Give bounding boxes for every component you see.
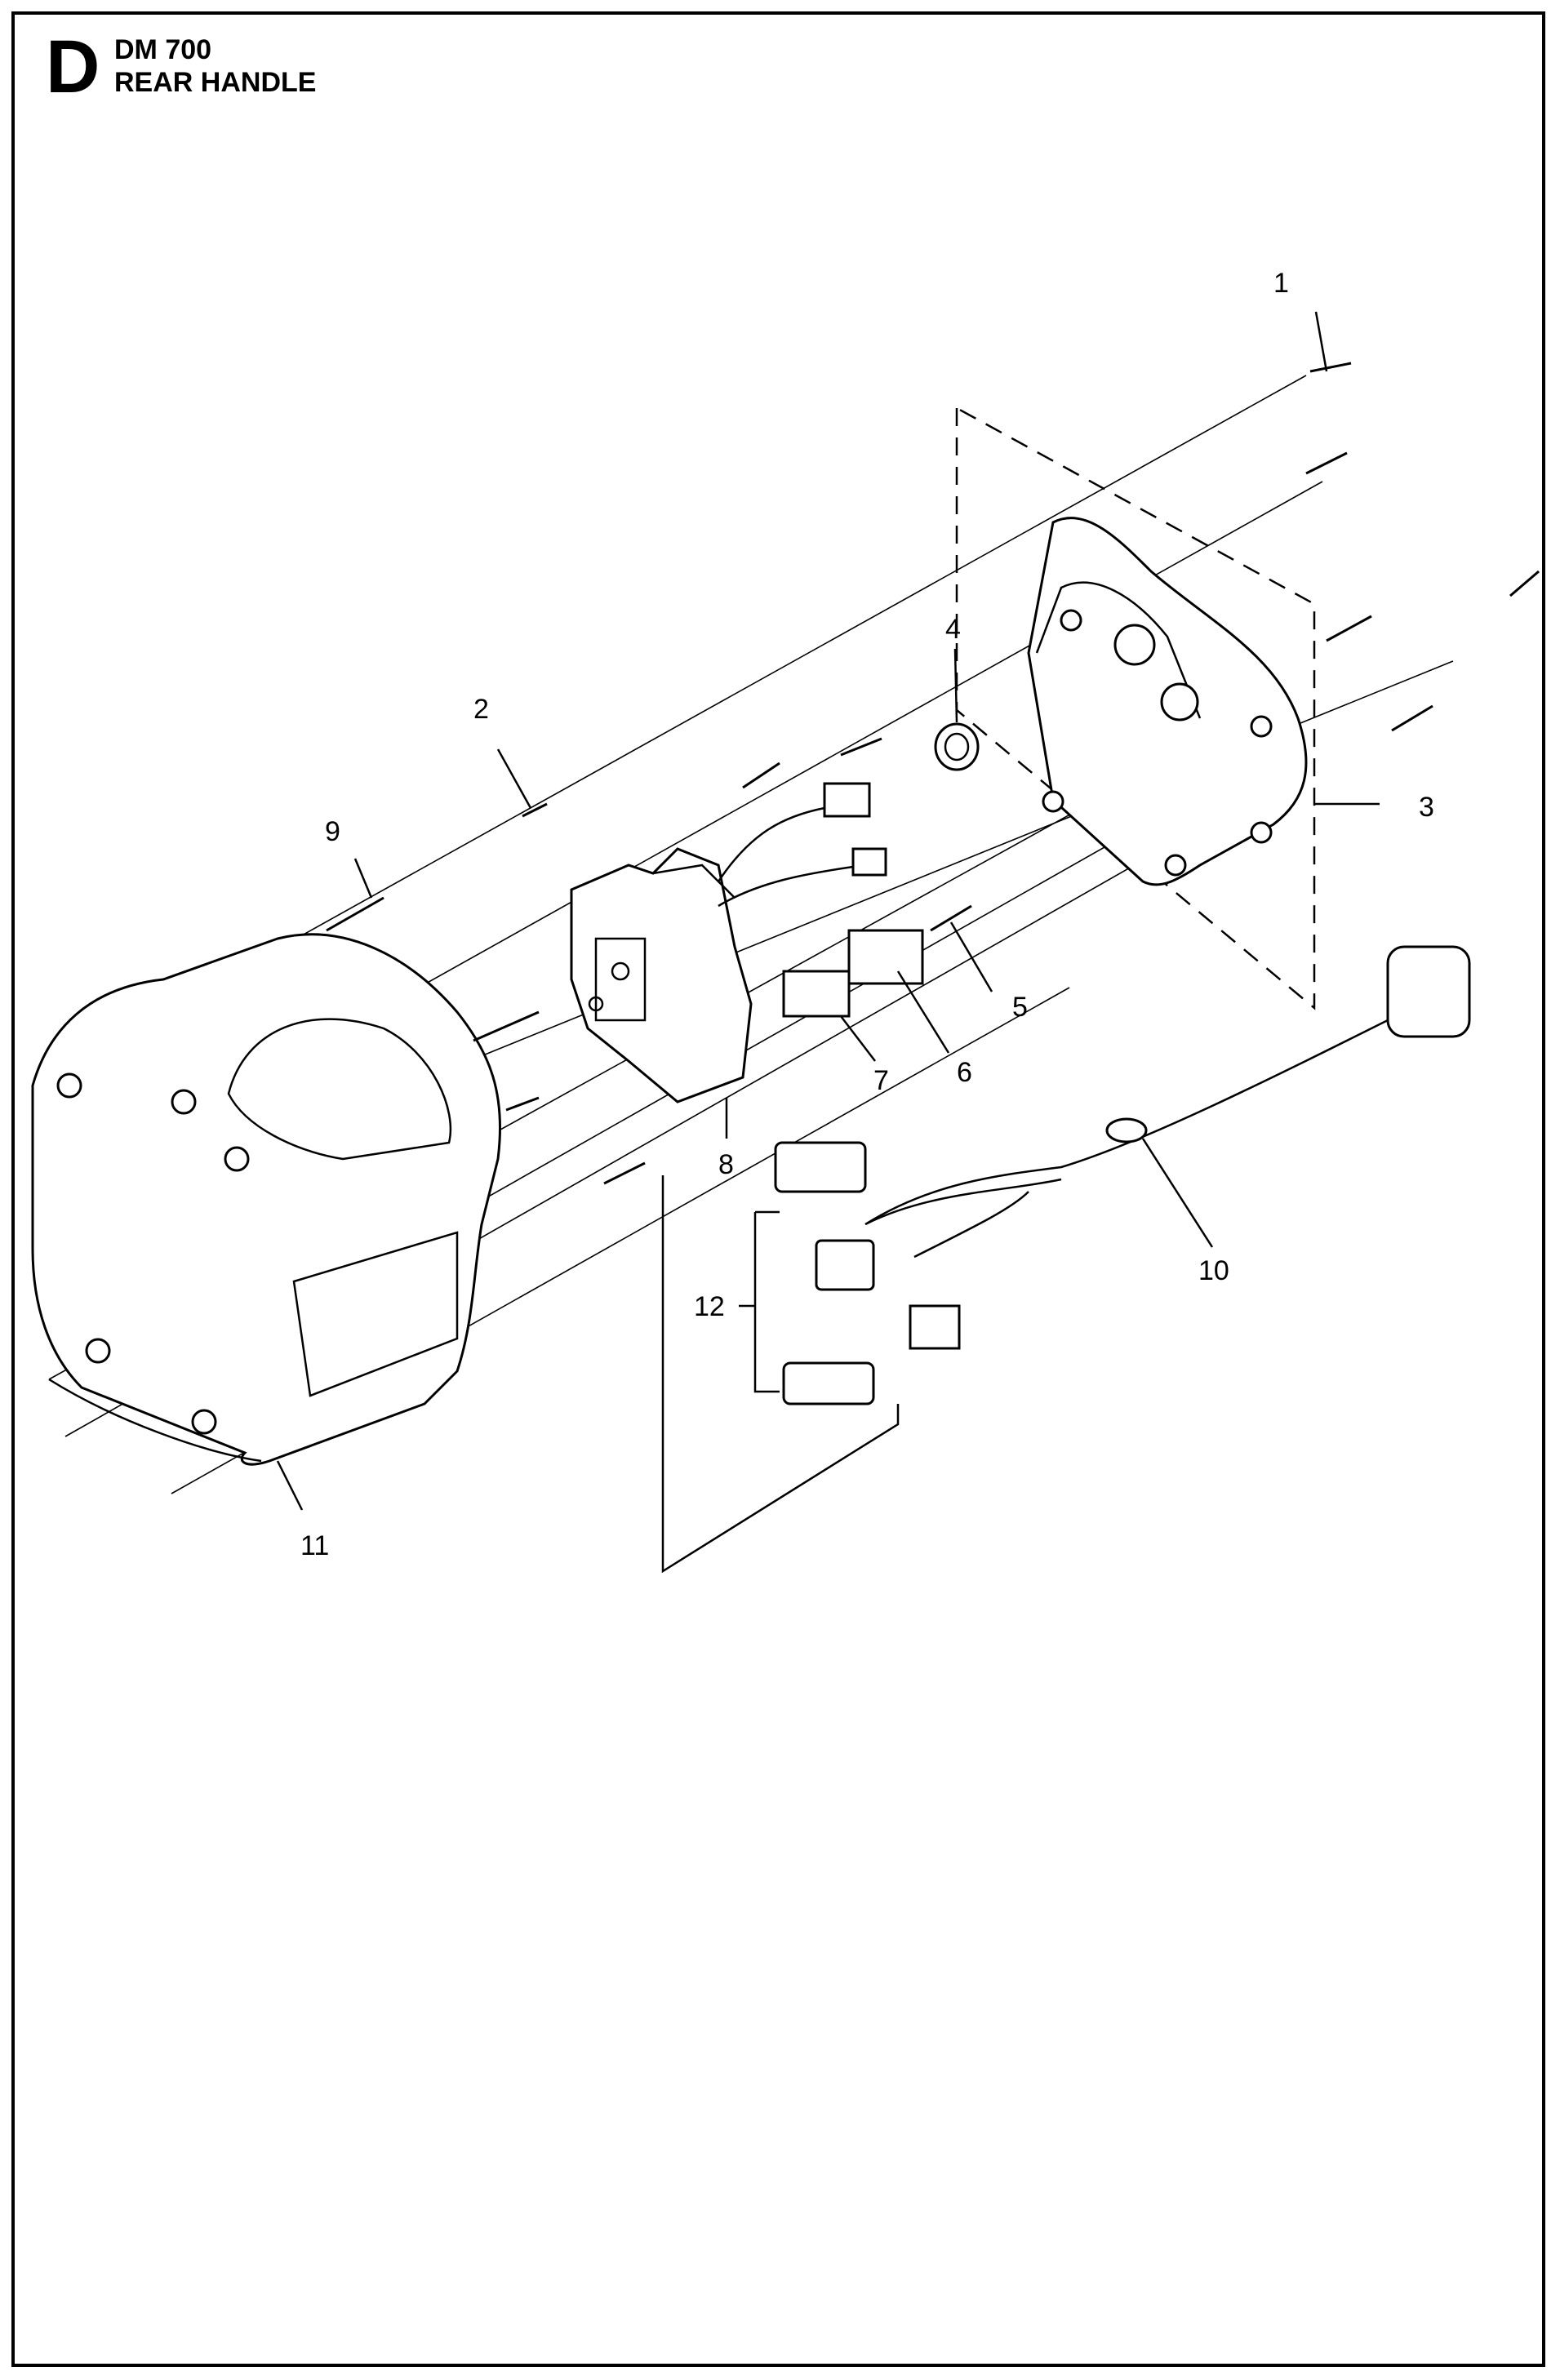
page-border [11, 11, 1545, 2367]
callout-8: 8 [718, 1149, 734, 1180]
callout-3: 3 [1419, 792, 1434, 823]
page-title: REAR HANDLE [114, 67, 317, 98]
callout-9: 9 [325, 816, 340, 847]
dashed-group-outline [955, 406, 1316, 1010]
part-7-switch [782, 970, 851, 1018]
callout-6: 6 [957, 1057, 972, 1088]
part-4-bushing [934, 722, 980, 771]
part-12-connector-group [739, 1141, 875, 1405]
screws [326, 362, 1540, 1185]
internal-connectors [717, 782, 887, 908]
callout-1: 1 [1273, 268, 1289, 299]
part-8-switch-bracket [570, 847, 753, 1103]
part-3-handle-half [1027, 517, 1308, 886]
lower-screw-leader [661, 1175, 900, 1574]
part-10-cable [864, 945, 1471, 1350]
callout-12: 12 [694, 1291, 725, 1322]
part-6-gasket [847, 929, 924, 985]
section-letter: D [46, 25, 100, 109]
callout-leaders [276, 311, 1380, 1511]
callout-2: 2 [473, 694, 489, 725]
callout-11: 11 [300, 1530, 329, 1561]
callout-4: 4 [945, 614, 961, 645]
callout-7: 7 [873, 1065, 889, 1096]
part-11-housing [31, 933, 501, 1466]
model-name: DM 700 [114, 34, 212, 65]
callout-5: 5 [1012, 992, 1028, 1023]
callout-10: 10 [1198, 1255, 1229, 1286]
